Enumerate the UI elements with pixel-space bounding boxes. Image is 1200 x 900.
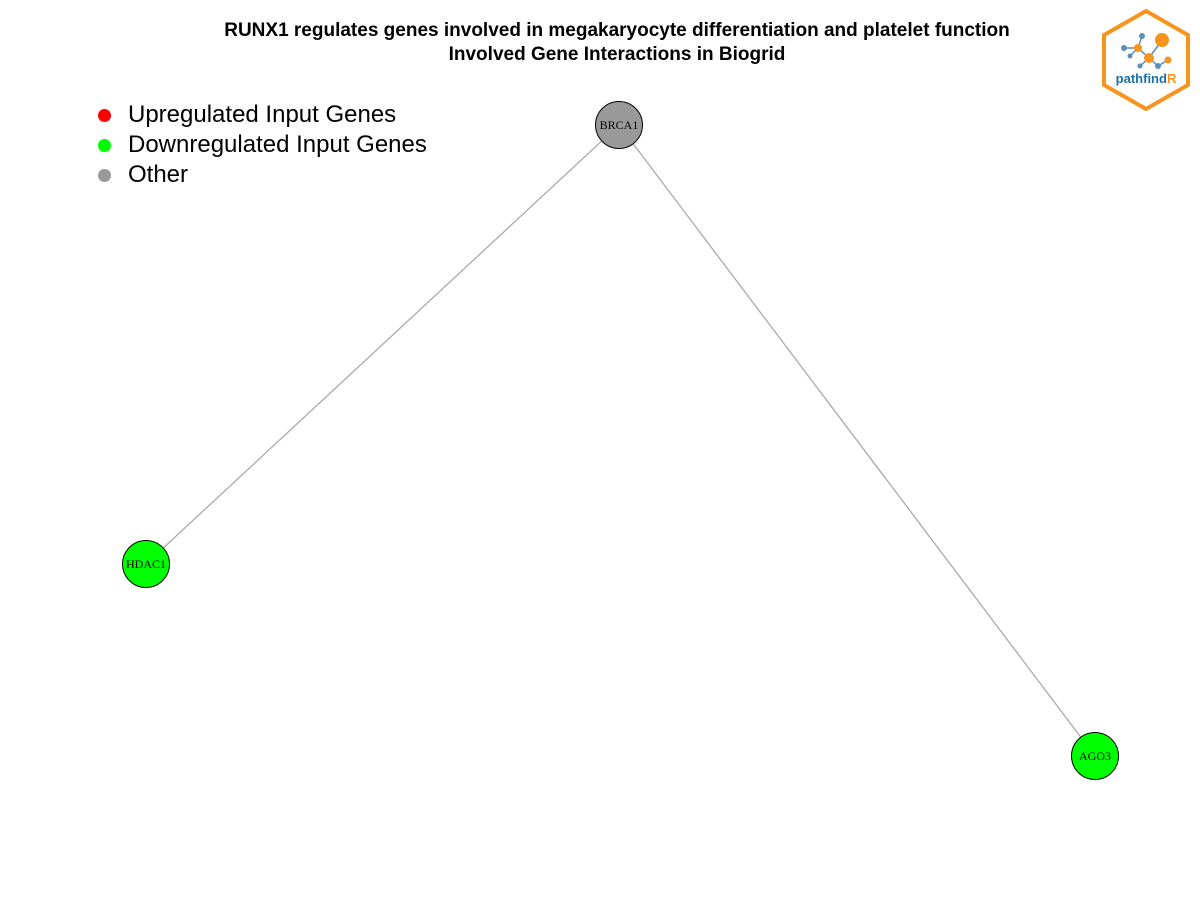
legend-label-upregulated: Upregulated Input Genes: [128, 101, 397, 128]
legend-dot-upregulated: [98, 108, 111, 122]
node-circle-ago3: [1071, 732, 1119, 780]
edge-brca1-ago3: [618, 124, 1096, 757]
node-hdac1: HDAC1: [122, 540, 170, 588]
legend-dot-other: [98, 168, 111, 182]
legend: Upregulated Input Genes Downregulated In…: [97, 100, 427, 190]
title-line-2: Involved Gene Interactions in Biogrid: [448, 44, 786, 65]
logo-text-accent: R: [1167, 71, 1177, 86]
node-circle-hdac1: [122, 540, 170, 588]
node-label-ago3: AGO3: [1079, 749, 1111, 763]
node-label-brca1: BRCA1: [600, 118, 639, 132]
title-line-1: RUNX1 regulates genes involved in megaka…: [224, 20, 1010, 41]
logo-text-main: pathfind: [1116, 71, 1167, 86]
node-brca1: BRCA1: [595, 101, 643, 149]
edges-layer: [145, 124, 1096, 757]
legend-item-upregulated: Upregulated Input Genes: [97, 100, 427, 130]
pathfindr-logo: pathfindR: [1102, 8, 1190, 112]
legend-dot-downregulated: [98, 138, 111, 152]
legend-item-downregulated: Downregulated Input Genes: [97, 130, 427, 160]
node-label-hdac1: HDAC1: [126, 557, 166, 571]
node-ago3: AGO3: [1071, 732, 1119, 780]
legend-label-other: Other: [128, 161, 189, 188]
edge-brca1-hdac1: [145, 124, 620, 565]
legend-item-other: Other: [97, 160, 427, 190]
node-circle-brca1: [595, 101, 643, 149]
logo-text: pathfindR: [1116, 71, 1177, 86]
legend-label-downregulated: Downregulated Input Genes: [128, 131, 427, 158]
chart-title: RUNX1 regulates genes involved in megaka…: [0, 19, 1200, 67]
